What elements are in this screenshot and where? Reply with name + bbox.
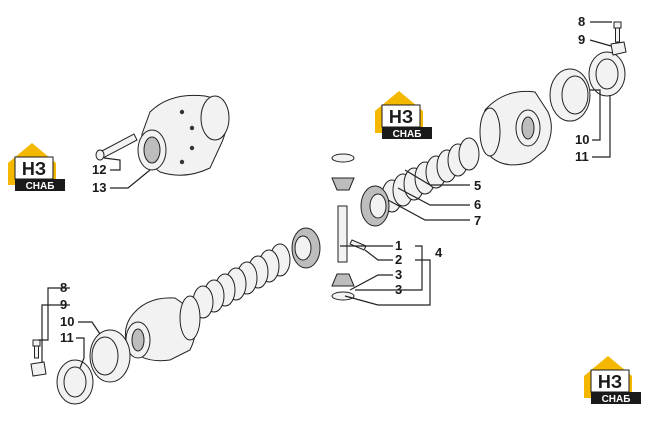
housing-bolt-hole (189, 145, 195, 151)
housing-bolt-hole (179, 109, 185, 115)
callout-8-bottom: 8 (60, 280, 67, 295)
ring-nut-upper (588, 51, 626, 97)
leader-lines (38, 21, 612, 369)
leader-10-top (590, 89, 601, 141)
housing-flange-right (179, 295, 201, 341)
screw-8-top (613, 21, 622, 43)
housing-upper-left (137, 94, 230, 176)
side-gear-upper (360, 185, 390, 227)
callout-3a: 3 (395, 267, 402, 282)
screw-head (32, 339, 41, 347)
pinion-gear-bottom (331, 273, 355, 301)
housing-hub-bore (131, 328, 145, 352)
logo-bottom-text: СНАБ (26, 181, 55, 192)
housing-flange-right (200, 95, 230, 141)
logo-right: НЗ СНАБ (584, 356, 641, 405)
leader-11-bottom (76, 337, 85, 369)
callout-1: 1 (395, 238, 402, 253)
housing-flange-left (479, 107, 501, 157)
pin-2 (349, 239, 367, 251)
logo-top-text: НЗ (598, 372, 622, 392)
callout-11-bottom: 11 (60, 330, 74, 345)
logo-left: НЗ СНАБ (8, 143, 65, 192)
bearing-inner (561, 75, 589, 115)
callout-7: 7 (474, 213, 481, 228)
clutch-pack-upper (381, 137, 480, 213)
logo-bottom-box (382, 127, 432, 139)
lock-plate (30, 361, 47, 377)
bolt-head (95, 149, 105, 161)
bearing-lower (89, 329, 131, 383)
callout-9-bottom: 9 (60, 297, 67, 312)
housing-bolt-hole (179, 159, 185, 165)
callout-11-top: 11 (575, 149, 589, 164)
cross-shaft-1 (337, 205, 348, 263)
leader-3a (349, 274, 393, 291)
pinion-gear-bottom-body (331, 273, 355, 287)
logo-bottom-box (15, 179, 65, 191)
lock-plate (610, 41, 627, 56)
leader-10-bottom (78, 321, 101, 335)
bearing-inner (91, 336, 119, 376)
leader-3b (355, 245, 423, 291)
lock-plate-9-top (610, 41, 627, 56)
ring-nut-lower (56, 359, 94, 405)
thrust-washer-bottom (331, 291, 355, 301)
ring-nut-inner (63, 366, 87, 398)
bearing-upper (549, 68, 591, 122)
logo-bottom-box (591, 392, 641, 404)
housing-upper-right (479, 90, 552, 166)
callout-4: 4 (435, 245, 443, 260)
logo-top-text: НЗ (22, 159, 46, 179)
cross-shaft (337, 205, 367, 263)
clutch-disc (458, 137, 480, 171)
callouts: 1 2 3 3 4 5 6 7 8 9 10 11 12 13 8 9 10 1… (60, 14, 589, 345)
leader-4 (344, 259, 431, 306)
leader-13 (110, 169, 151, 189)
callout-10-top: 10 (575, 132, 589, 147)
screw-8-bottom (32, 339, 41, 359)
logo-bottom-text: СНАБ (393, 129, 422, 140)
callout-3b: 3 (395, 282, 402, 297)
callout-12: 12 (92, 162, 106, 177)
side-gear-lower (291, 227, 321, 269)
leader-5 (404, 169, 470, 186)
callout-10-bottom: 10 (60, 314, 74, 329)
leader-7 (387, 199, 470, 221)
bolt-12 (95, 133, 138, 161)
callout-6: 6 (474, 197, 481, 212)
leader-9-top (589, 39, 612, 47)
leader-12 (103, 157, 121, 171)
thrust-washer-top (331, 153, 355, 163)
leader-9-bottom (41, 304, 70, 362)
logo-bottom-text: СНАБ (602, 394, 631, 405)
screw-head (613, 21, 622, 29)
leader-6 (397, 187, 470, 206)
leader-11-top (592, 96, 611, 158)
logo-middle: НЗ СНАБ (375, 91, 432, 140)
housing-hub-bore (521, 116, 535, 140)
housing-bolt-hole (189, 125, 195, 131)
logo-top-text: НЗ (389, 107, 413, 127)
side-gear-hub (294, 235, 312, 261)
leader-2 (364, 249, 393, 261)
screw-shank (34, 345, 39, 359)
callout-9-top: 9 (578, 32, 585, 47)
screw-shank (615, 27, 620, 43)
callout-5: 5 (474, 178, 481, 193)
callout-2: 2 (395, 252, 402, 267)
callout-8-top: 8 (578, 14, 585, 29)
leader-8-bottom (38, 287, 70, 341)
housing-lower-left (124, 295, 201, 362)
side-gear-hub (369, 193, 387, 219)
housing-hub-bore (143, 136, 161, 164)
callout-13: 13 (92, 180, 106, 195)
bolt-shank (99, 133, 138, 159)
ring-nut-inner (595, 58, 619, 90)
clutch-pack-lower (192, 243, 291, 319)
pinion-gear-top (331, 153, 355, 191)
pinion-gear-top-body (331, 177, 355, 191)
lock-plate-9-bottom (30, 361, 47, 377)
